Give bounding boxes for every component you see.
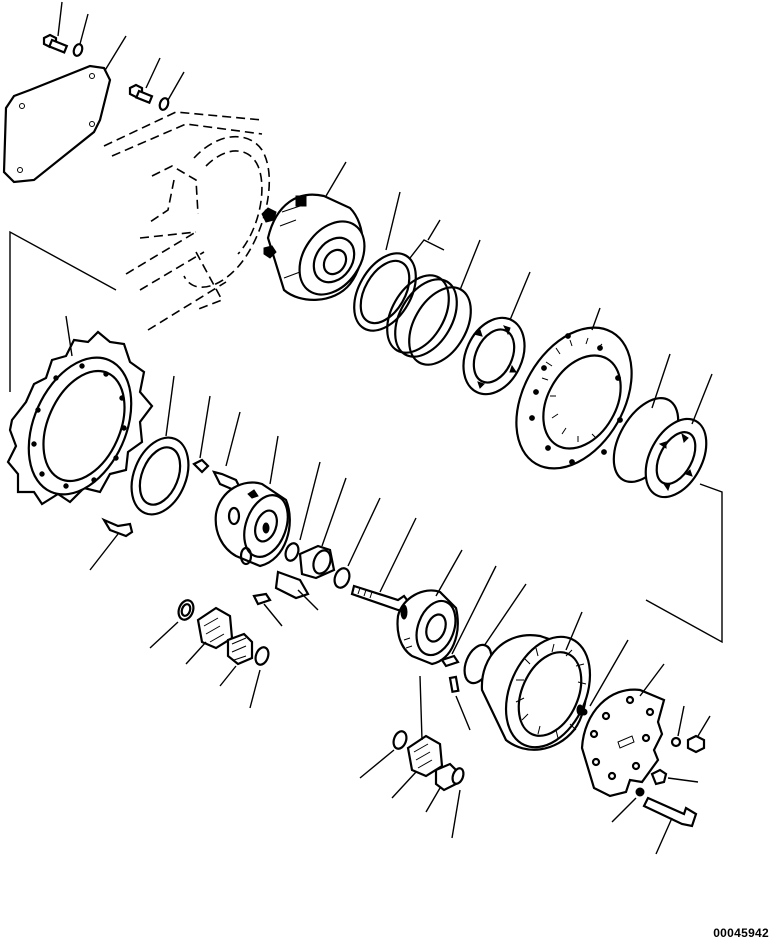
cover-bolt-2[interactable] [128, 57, 185, 111]
snap-ring[interactable] [332, 497, 381, 590]
cover-plate[interactable] [2, 64, 112, 184]
needle-bearing-a[interactable] [219, 632, 254, 687]
frame-phantom [103, 111, 271, 331]
cover-bolt-head[interactable] [686, 715, 711, 754]
second-planet-carrier[interactable] [396, 549, 463, 666]
lock-plate-bolt[interactable] [192, 395, 211, 474]
cover-long-bolt[interactable] [642, 796, 698, 855]
roll-pin[interactable] [448, 675, 471, 731]
carrier-bolt[interactable] [211, 411, 242, 492]
planet-gear-a[interactable] [185, 606, 234, 665]
bearing-right[interactable] [633, 373, 718, 507]
dowel-pin[interactable] [440, 565, 497, 668]
cover-bolt-washer[interactable] [670, 705, 685, 748]
drain-plug[interactable] [580, 639, 629, 716]
travel-motor-hub[interactable] [261, 161, 378, 307]
sun-gear[interactable] [298, 477, 347, 580]
assembly-guide-lines [9, 230, 723, 644]
end-cover-plate[interactable] [580, 663, 666, 798]
sprocket-bolt[interactable] [89, 517, 134, 571]
thrust-washer-b[interactable] [249, 645, 271, 709]
sprocket[interactable] [6, 315, 154, 510]
spacer-ring[interactable] [121, 375, 199, 523]
planet-carrier[interactable] [214, 435, 296, 568]
cover-washer-lower[interactable] [611, 787, 645, 823]
cover-bolt-top[interactable] [42, 33, 69, 54]
spring-pin[interactable] [252, 592, 283, 627]
o-ring-seal[interactable] [374, 219, 483, 375]
thrust-washer-a[interactable] [149, 598, 196, 649]
thrust-washer-d[interactable] [451, 767, 466, 839]
planet-pin[interactable] [274, 570, 319, 611]
cover-washer-top[interactable] [72, 43, 84, 57]
callout-leader [57, 1, 127, 73]
drive-shaft[interactable] [350, 517, 417, 614]
ring-gear[interactable] [493, 307, 656, 489]
planet-gear-b[interactable] [391, 675, 444, 799]
main-bearing[interactable] [452, 271, 537, 404]
thrust-washer-small[interactable] [283, 461, 321, 563]
drawing-number: 00045942 [713, 926, 769, 940]
thrust-washer-c[interactable] [359, 729, 409, 779]
plug-right[interactable] [650, 768, 699, 786]
cover-housing[interactable] [480, 611, 606, 760]
